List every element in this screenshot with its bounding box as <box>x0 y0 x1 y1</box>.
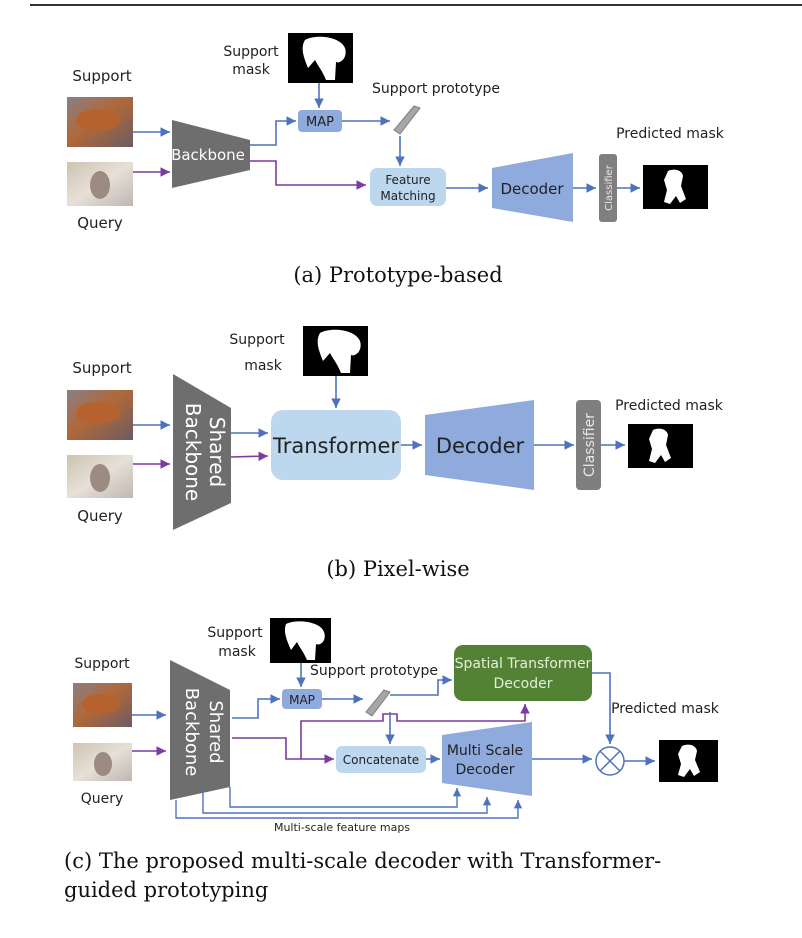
shared-backbone-label-1: Shared <box>205 700 226 763</box>
support-mask-label-2: mask <box>244 358 283 374</box>
backbone-to-map-arrow <box>250 116 296 146</box>
shared-backbone-label-2: Backbone <box>181 688 202 777</box>
caption-c-line-1: (c) The proposed multi-scale decoder wit… <box>64 849 662 873</box>
query-dog-shape <box>90 464 110 492</box>
map-box <box>298 110 342 132</box>
panel-c: Support Query Shared Backbone Support ma… <box>73 618 720 834</box>
query-label: Query <box>77 507 123 525</box>
classifier-label: Classifier <box>582 413 598 477</box>
support-mask-silhouette <box>317 329 361 373</box>
top-rule <box>30 4 802 6</box>
backbone-label: Backbone <box>171 146 245 164</box>
support-prototype-bar <box>365 689 391 717</box>
map-label: MAP <box>289 693 315 707</box>
feature-matching-label-2: Matching <box>380 189 435 203</box>
classifier-block <box>576 400 601 490</box>
support-mask-label-2: mask <box>218 644 257 660</box>
caption-a: (a) Prototype-based <box>293 263 502 287</box>
transformer-box <box>271 410 401 480</box>
shared-backbone-label-2: Backbone <box>181 403 205 501</box>
feature-maps-label: Multi-scale feature maps <box>274 821 410 834</box>
panel-a: Support Query Backbone Support mask MAP … <box>67 33 725 287</box>
support-mask-silhouette <box>284 621 325 660</box>
predicted-mask-label: Predicted mask <box>616 126 725 142</box>
support-mask-label-1: Support <box>229 332 285 348</box>
support-mask-label-2: mask <box>232 62 271 78</box>
multi-scale-decoder-block <box>442 722 532 796</box>
support-prototype-label: Support prototype <box>372 81 500 97</box>
decoder-block <box>425 400 534 490</box>
backbone-to-concatenate-arrow <box>232 737 334 764</box>
support-prototype-bar <box>393 105 421 135</box>
classifier-label: Classifier <box>604 164 615 211</box>
spatial-transformer-decoder-box <box>454 645 592 701</box>
support-label: Support <box>74 656 130 672</box>
multi-scale-decoder-label-1: Multi Scale <box>447 743 523 759</box>
feature-matching-box <box>370 168 446 206</box>
feature-map-arrow-1 <box>229 787 462 808</box>
predicted-mask-label: Predicted mask <box>611 701 720 717</box>
support-prototype-label: Support prototype <box>310 663 438 679</box>
map-box <box>282 689 322 709</box>
predicted-mask-silhouette <box>678 744 700 777</box>
feature-matching-label-1: Feature <box>385 173 430 187</box>
backbone-block <box>172 120 250 188</box>
query-dog-shape <box>90 171 110 199</box>
caption-c-line-2: guided prototyping <box>64 878 269 902</box>
multi-scale-decoder-label-2: Decoder <box>456 762 515 778</box>
spatial-transformer-label-2: Decoder <box>494 676 553 692</box>
predicted-mask-silhouette <box>649 428 671 463</box>
spatial-transformer-to-multiply-arrow <box>592 672 615 744</box>
support-dog-shape <box>76 109 120 131</box>
shared-backbone-block <box>173 374 231 530</box>
query-label: Query <box>77 214 123 232</box>
query-dog-shape <box>94 752 112 776</box>
decoder-label: Decoder <box>500 180 564 198</box>
panel-b: Support Query Shared Backbone Support ma… <box>67 326 724 581</box>
shared-backbone-block <box>170 660 230 800</box>
support-dog-shape <box>82 694 120 714</box>
prototype-to-spatial-transformer-arrow <box>390 675 452 696</box>
concatenate-box <box>336 746 426 773</box>
caption-b: (b) Pixel-wise <box>326 557 469 581</box>
decoder-block <box>492 153 573 222</box>
support-dog-shape <box>76 402 120 424</box>
support-mask-silhouette <box>302 36 346 80</box>
support-mask-label-1: Support <box>207 625 263 641</box>
backbone-to-feature-matching-arrow <box>250 160 366 190</box>
query-label: Query <box>81 791 124 807</box>
spatial-transformer-label-1: Spatial Transformer <box>455 656 592 672</box>
concatenate-label: Concatenate <box>343 753 419 767</box>
support-label: Support <box>72 67 131 85</box>
backbone-to-map-arrow <box>232 694 280 719</box>
support-label: Support <box>72 359 131 377</box>
decoder-label: Decoder <box>436 434 525 458</box>
predicted-mask-silhouette <box>664 169 686 204</box>
classifier-block <box>599 154 617 222</box>
shared-backbone-label-1: Shared <box>205 417 229 487</box>
feature-map-arrow-3 <box>175 800 523 819</box>
map-label: MAP <box>306 115 334 130</box>
backbone-to-transformer-arrow-query <box>230 451 269 462</box>
predicted-mask-label: Predicted mask <box>615 398 724 414</box>
transformer-label: Transformer <box>272 434 399 458</box>
support-mask-label-1: Support <box>223 44 279 60</box>
feature-map-arrow-2 <box>202 790 492 814</box>
multiply-operator-icon <box>595 746 625 776</box>
